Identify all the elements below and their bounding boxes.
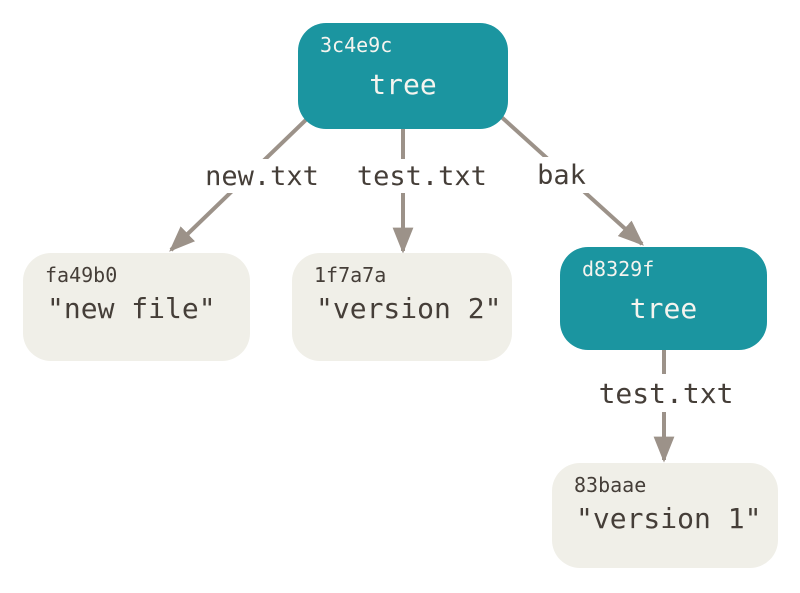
edge-label-bak: bak	[521, 157, 602, 193]
edge-label-new-txt: new.txt	[205, 160, 319, 192]
node-type-label: tree	[369, 68, 437, 101]
node-content-label: "version 2"	[316, 292, 502, 325]
blob-node-fa49b0: fa49b0 "new file"	[23, 253, 250, 361]
tree-node-d8329f: d8329f tree	[560, 247, 767, 350]
node-type-label: tree	[629, 292, 698, 325]
node-content-label: "new file"	[47, 292, 216, 325]
node-hash: d8329f	[582, 257, 655, 281]
blob-node-1f7a7a: 1f7a7a "version 2"	[292, 253, 512, 361]
edge-label-bak-text: bak	[537, 159, 586, 191]
edge-label-test-txt: test.txt	[356, 160, 487, 192]
edge-label-subtree-test-txt-text: test.txt	[598, 376, 734, 410]
node-hash: 1f7a7a	[314, 263, 387, 287]
edge-label-root-entries: new.txt test.txt	[181, 159, 511, 193]
node-hash: fa49b0	[45, 263, 118, 287]
blob-node-83baae: 83baae "version 1"	[552, 463, 778, 568]
node-hash: 3c4e9c	[320, 33, 393, 57]
edge-label-subtree-test-txt: test.txt	[555, 374, 777, 412]
tree-node-3c4e9c: 3c4e9c tree	[298, 23, 508, 129]
node-hash: 83baae	[574, 473, 647, 497]
node-content-label: "version 1"	[576, 502, 762, 535]
